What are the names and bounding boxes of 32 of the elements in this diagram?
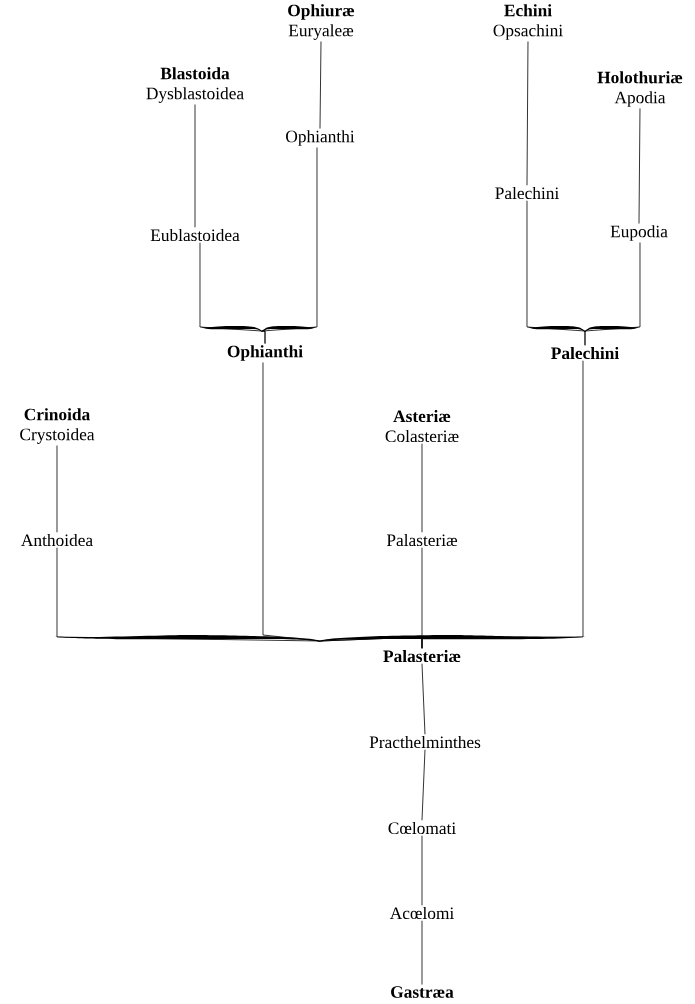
branch-line xyxy=(584,242,641,346)
branch-line xyxy=(421,835,423,906)
branch-line xyxy=(421,920,423,985)
taxon-label: Palechini xyxy=(495,186,559,200)
taxon-label: Palasteriæ xyxy=(383,649,461,663)
branch-line xyxy=(261,147,318,344)
branch-line xyxy=(421,360,584,649)
taxon-label: Acœlomi xyxy=(389,906,454,920)
taxon-label: Cœlomati xyxy=(388,821,456,835)
taxon-label: Crinoida Crystoidea xyxy=(20,408,95,444)
taxon-label: Asteriæ Colasteriæ xyxy=(385,409,459,443)
taxon-label: Eupodia xyxy=(610,225,668,241)
taxon-label: Anthoidea xyxy=(21,533,93,547)
taxon-label: Practhelminthes xyxy=(369,735,481,749)
branch-line xyxy=(526,41,529,186)
taxon-label: Palasteriæ xyxy=(386,533,458,547)
taxon-label: Holothuriæ Apodia xyxy=(597,71,683,107)
branch-line xyxy=(421,749,426,821)
taxon-label: Echini Opsachini xyxy=(493,4,563,40)
branch-line xyxy=(421,663,426,735)
taxon-label: Blastoida Dysblastoidea xyxy=(146,67,244,103)
taxon-label: Ophiuræ Euryaleæ xyxy=(288,4,355,40)
branch-line xyxy=(638,108,641,224)
branch-line xyxy=(319,41,322,129)
branch-line xyxy=(421,443,423,533)
taxon-label: Palechini xyxy=(551,346,619,360)
taxon-label: Eublastoidea xyxy=(150,228,240,242)
taxon-label: Ophianthi xyxy=(227,345,303,361)
branch-line xyxy=(194,104,196,228)
taxon-label: Gastræa xyxy=(391,986,454,998)
taxon-label: Ophianthi xyxy=(286,130,355,146)
branch-line xyxy=(56,445,58,533)
